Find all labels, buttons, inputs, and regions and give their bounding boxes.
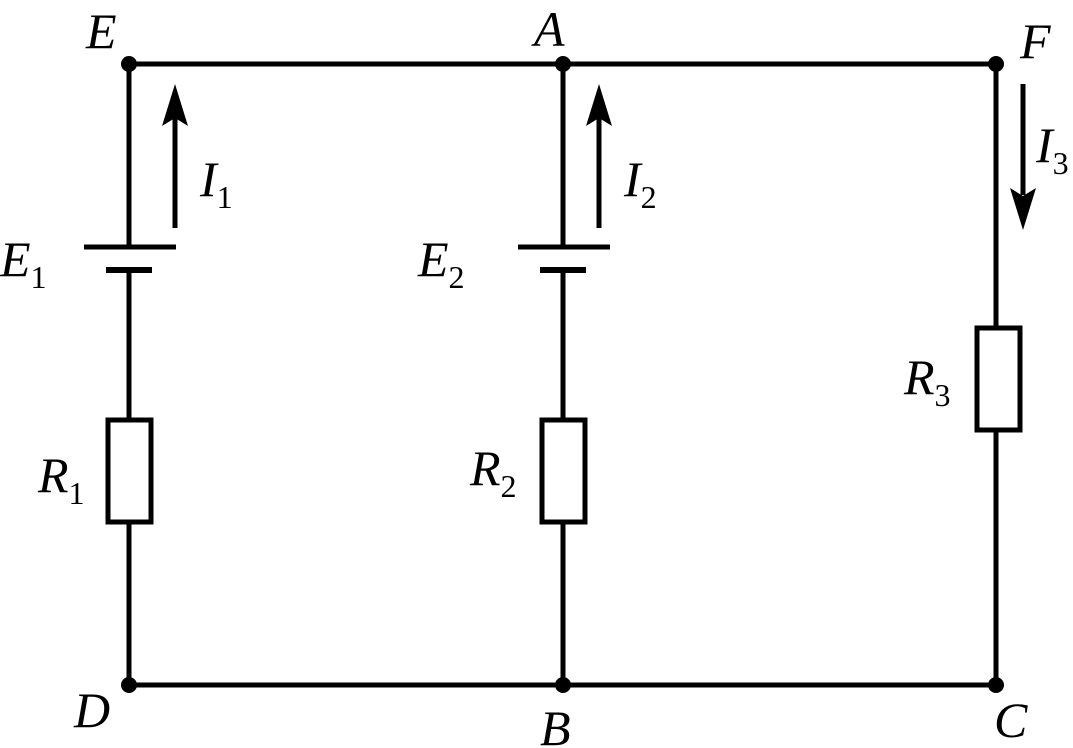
current-i3-arrow-head xyxy=(1010,188,1036,230)
current-label-i2: I2 xyxy=(623,151,657,215)
node-b-dot xyxy=(555,677,571,693)
resistor-label-r2: R2 xyxy=(469,440,517,504)
node-label-f: F xyxy=(1019,13,1051,69)
node-f-dot xyxy=(988,56,1004,72)
current-i2-arrow-head xyxy=(586,84,612,126)
node-label-d: D xyxy=(73,682,110,738)
resistor-r1 xyxy=(105,417,154,525)
node-label-c: C xyxy=(994,692,1028,748)
current-i1-arrow-head xyxy=(162,84,188,126)
node-label-e: E xyxy=(85,3,117,59)
node-c-dot xyxy=(988,677,1004,693)
node-d-dot xyxy=(121,677,137,693)
resistor-label-r3: R3 xyxy=(903,349,951,413)
source-label-e2: E2 xyxy=(417,231,465,295)
current-label-i3: I3 xyxy=(1035,117,1069,181)
node-label-a: A xyxy=(531,1,565,57)
node-a-dot xyxy=(555,56,571,72)
resistor-r3 xyxy=(974,325,1023,433)
resistor-r2 xyxy=(539,417,588,525)
current-label-i1: I1 xyxy=(199,151,233,215)
resistor-label-r1: R1 xyxy=(37,447,85,511)
node-e-dot xyxy=(121,56,137,72)
node-label-b: B xyxy=(540,700,571,748)
source-label-e1: E1 xyxy=(0,231,47,295)
